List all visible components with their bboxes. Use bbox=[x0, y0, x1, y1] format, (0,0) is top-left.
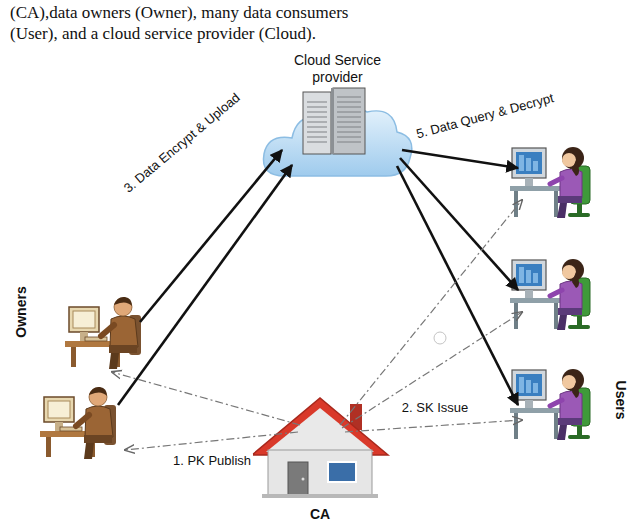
cloud-node: Cloud Service provider bbox=[265, 52, 410, 177]
user-figure bbox=[510, 259, 590, 330]
data-flow-arrow bbox=[402, 150, 518, 168]
key-issue-arrow bbox=[112, 372, 300, 425]
users-group: Users bbox=[505, 130, 632, 450]
key-issue-arrow bbox=[342, 312, 522, 428]
user-figure bbox=[510, 369, 590, 440]
caption-text: (CA),data owners (Owner), many data cons… bbox=[10, 2, 380, 45]
key-issue-arrow bbox=[125, 432, 298, 450]
owner-figure bbox=[65, 297, 141, 369]
node-label: Cloud Service provider bbox=[265, 52, 410, 86]
cloud-icon bbox=[263, 88, 411, 176]
edge-label: 2. SK Issue bbox=[400, 400, 470, 416]
edge-label: 1. PK Publish bbox=[171, 453, 253, 469]
node-label: Users bbox=[613, 381, 629, 420]
decor-circle bbox=[434, 332, 446, 344]
data-flow-arrow bbox=[140, 150, 282, 322]
node-label: CA bbox=[250, 506, 390, 522]
owner-figure bbox=[40, 387, 116, 459]
data-flow-arrow bbox=[397, 166, 518, 405]
owners-group: Owners bbox=[8, 270, 158, 480]
ca-node: CA bbox=[250, 392, 390, 524]
node-label: Owners bbox=[13, 286, 29, 337]
edge-label: 3. Data Encrypt & Upload bbox=[119, 89, 244, 198]
key-issue-arrow bbox=[340, 200, 522, 425]
data-flow-arrow bbox=[400, 158, 518, 290]
key-issue-arrow bbox=[345, 420, 522, 432]
edge-label: 5. Data Query & Decrypt bbox=[413, 90, 558, 143]
data-flow-arrow bbox=[118, 165, 292, 405]
ca-house-icon bbox=[252, 398, 388, 498]
user-figure bbox=[510, 147, 590, 218]
